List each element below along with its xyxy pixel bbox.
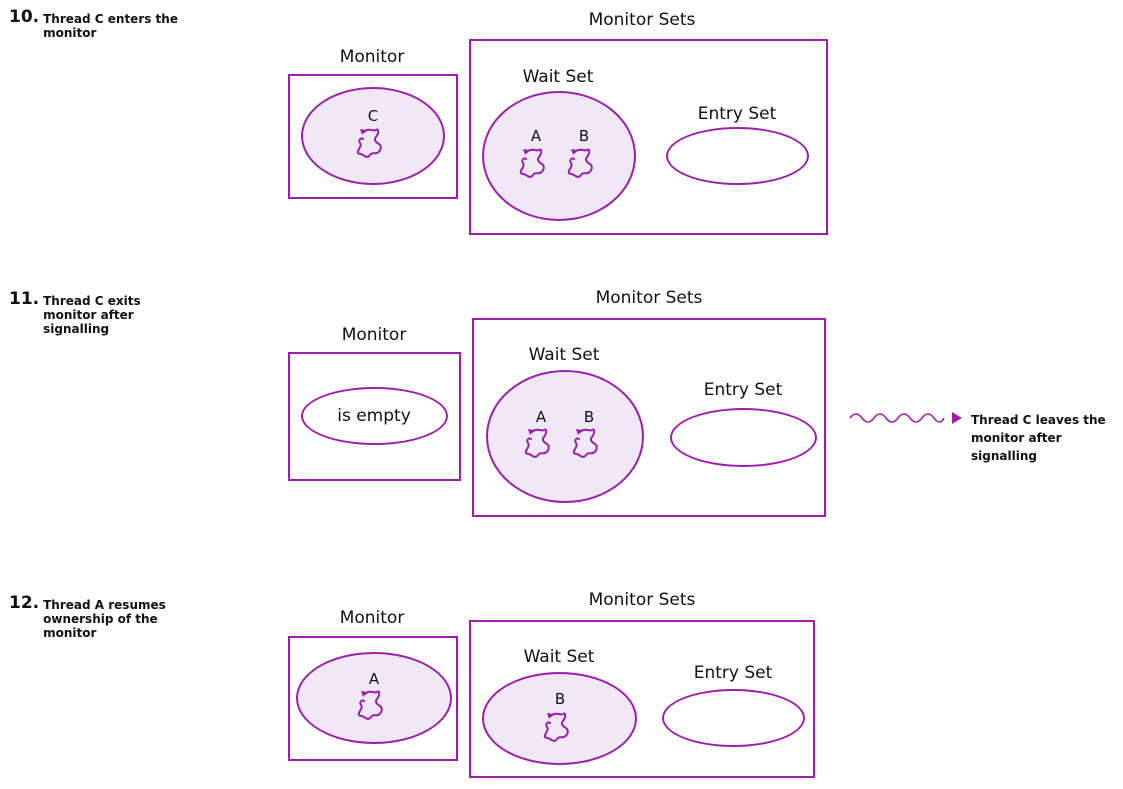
step-number: 12.	[9, 593, 40, 613]
monitor-empty-text: is empty	[337, 406, 411, 426]
step-number: 10.	[9, 7, 40, 27]
wait-set-label: Wait Set	[522, 67, 594, 87]
step-number: 11.	[9, 289, 40, 309]
wait-set-label: Wait Set	[523, 647, 595, 667]
monitor-box	[288, 636, 458, 761]
thread-icon	[564, 144, 604, 192]
step-description: Thread A resumes ownership of the monito…	[43, 598, 166, 640]
entry-set-ellipse	[670, 408, 817, 467]
thread-label-a: A	[530, 127, 542, 145]
thread-label-a: A	[368, 670, 380, 688]
monitor-label: Monitor	[339, 608, 405, 628]
step-description: Thread C exits monitor after signalling	[43, 294, 141, 336]
thread-icon	[354, 686, 394, 734]
thread-icon	[540, 708, 580, 756]
monitor-sets-label: Monitor Sets	[595, 288, 703, 308]
thread-icon	[521, 424, 561, 472]
thread-label-a: A	[535, 408, 547, 426]
monitor-ellipse	[301, 87, 445, 185]
wait-set-ellipse	[482, 91, 636, 221]
step-11: 11.Thread C exits monitor after signalli…	[9, 289, 183, 337]
step-12: 12.Thread A resumes ownership of the mon…	[9, 593, 183, 641]
thread-label-c: C	[367, 107, 379, 125]
thread-label-b: B	[554, 690, 566, 708]
monitor-label: Monitor	[339, 47, 405, 67]
entry-set-label: Entry Set	[697, 104, 777, 124]
monitor-sets-label: Monitor Sets	[588, 590, 696, 610]
monitor-box	[288, 74, 458, 199]
entry-set-ellipse	[666, 127, 809, 185]
monitor-label: Monitor	[341, 325, 407, 345]
wait-set-ellipse	[482, 672, 637, 765]
monitor-sets-box	[469, 39, 828, 235]
step-10: 10.Thread C enters the monitor	[9, 7, 183, 41]
thread-icon	[516, 144, 556, 192]
wait-set-ellipse	[486, 370, 644, 503]
wait-set-label: Wait Set	[528, 345, 600, 365]
monitor-sets-box	[472, 318, 826, 517]
monitor-sets-box	[469, 620, 815, 778]
thread-icon	[569, 424, 609, 472]
step-description: Thread C enters the monitor	[43, 12, 178, 40]
monitor-ellipse	[296, 652, 452, 744]
entry-set-label: Entry Set	[703, 380, 783, 400]
monitor-ellipse	[301, 387, 448, 445]
monitor-box	[288, 352, 461, 481]
thread-label-b: B	[578, 127, 590, 145]
leave-annotation: Thread C leaves the monitor after signal…	[971, 413, 1106, 463]
entry-set-label: Entry Set	[693, 663, 773, 683]
leaving-thread-arrow-icon	[849, 412, 962, 424]
thread-label-b: B	[583, 408, 595, 426]
monitor-sets-label: Monitor Sets	[588, 10, 696, 30]
thread-icon	[353, 124, 393, 172]
entry-set-ellipse	[662, 689, 805, 747]
